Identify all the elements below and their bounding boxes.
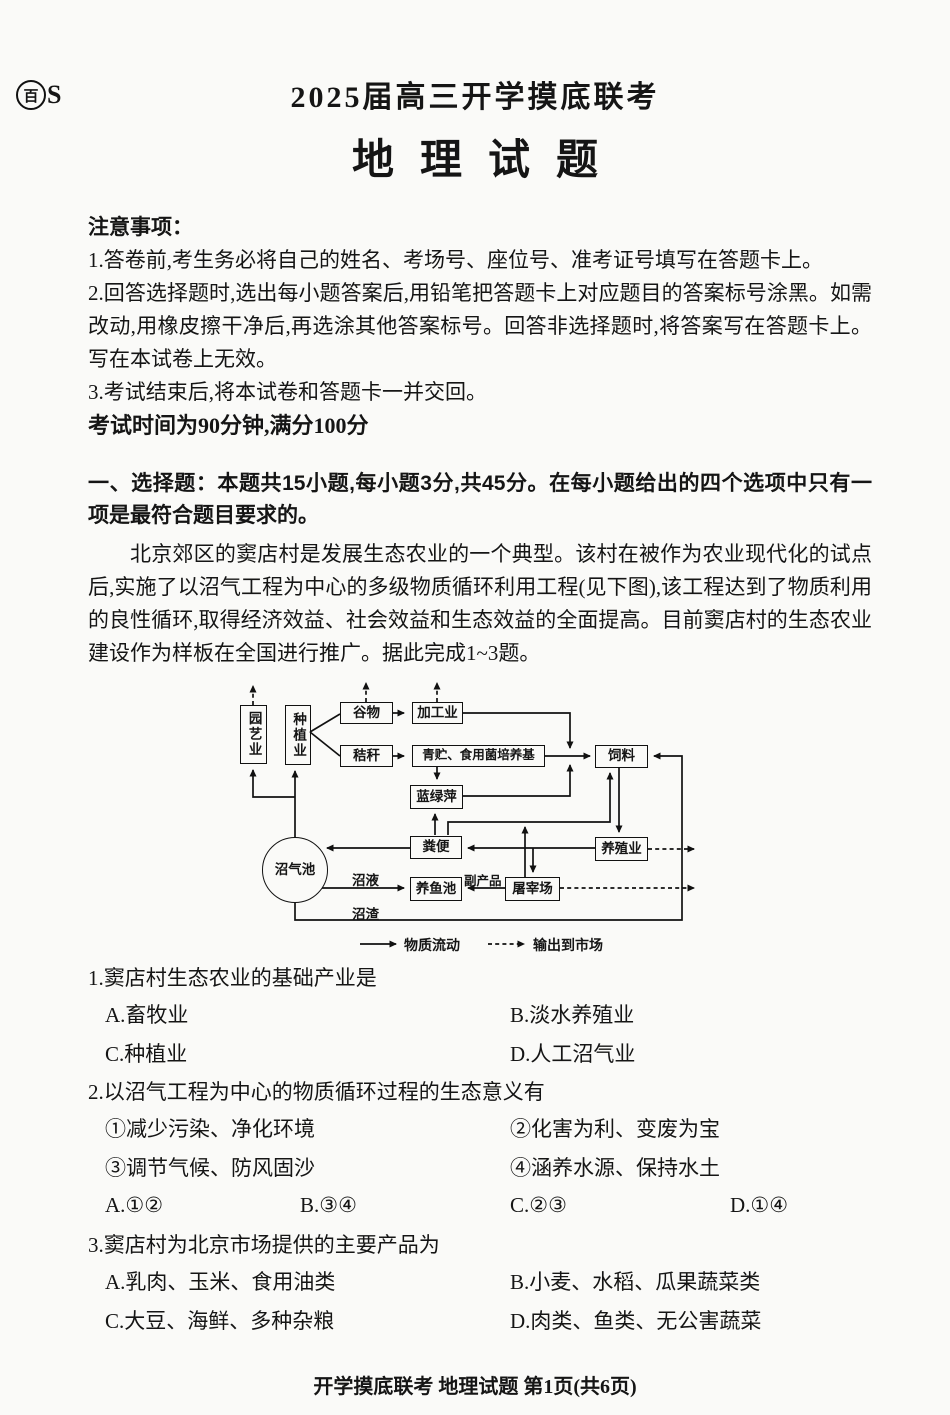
- question-1-options-row-2: C.种植业 D.人工沼气业: [88, 1033, 890, 1072]
- diagram-node-processing: 加工业: [412, 702, 463, 724]
- question-2-items-row-1: ①减少污染、净化环境 ②化害为利、变废为宝: [88, 1108, 890, 1147]
- section-header: 一、选择题：本题共15小题,每小题3分,共45分。在每小题给出的四个选项中只有一…: [88, 472, 872, 527]
- question-1-option-b: B.淡水养殖业: [510, 1002, 635, 1027]
- exam-title: 2025届高三开学摸底联考: [290, 81, 660, 114]
- diagram-node-azolla: 蓝绿萍: [410, 785, 463, 809]
- question-3-stem: 3.窦店村为北京市场提供的主要产品为: [88, 1233, 440, 1257]
- question-1-options-row-1: A.畜牧业 B.淡水养殖业: [88, 994, 890, 1033]
- material-flow-diagram: 园艺业 种植业 谷物 加工业 秸秆 青贮、食用菌培养基 饲料 蓝绿萍 粪便 养殖…: [200, 672, 740, 958]
- diagram-label-liquid: 沼液: [352, 873, 379, 888]
- question-2-option-a: A.①②: [105, 1193, 164, 1217]
- question-2-item-1: ①减少污染、净化环境: [105, 1116, 315, 1141]
- edge-biogas-horticulture: [249, 769, 295, 798]
- passage-text: 北京郊区的窦店村是发展生态农业的一个典型。该村在被作为农业现代化的试点后,实施了…: [88, 542, 872, 665]
- question-3-option-b: B.小麦、水稻、瓜果蔬菜类: [510, 1269, 761, 1294]
- edge-planting-grain: [309, 713, 341, 733]
- diagram-node-planting: 种植业: [285, 705, 311, 765]
- diagram-node-straw: 秸秆: [340, 745, 393, 767]
- edge-residue-feed: [294, 752, 683, 921]
- diagram-node-feed: 饲料: [595, 745, 648, 768]
- question-1-stem: 1.窦店村生态农业的基础产业是: [88, 966, 377, 990]
- diagram-node-manure: 粪便: [410, 836, 462, 859]
- notice-item-1: 1.答卷前,考生务必将自己的姓名、考场号、座位号、准考证号填写在答题卡上。: [88, 248, 823, 272]
- question-2-option-c: C.②③: [510, 1193, 567, 1217]
- brand-logo-letter: S: [47, 80, 62, 109]
- notice-section: 注意事项： 1.答卷前,考生务必将自己的姓名、考场号、座位号、准考证号填写在答题…: [88, 211, 872, 442]
- page-footer: 开学摸底联考 地理试题 第1页(共6页): [313, 1376, 637, 1398]
- question-3-option-c: C.大豆、海鲜、多种杂粮: [105, 1308, 335, 1333]
- notice-item-2: 2.回答选择题时,选出每小题答案后,用铅笔把答题卡上对应题目的答案标号涂黑。如需…: [88, 281, 872, 371]
- questions-section: 1.窦店村生态农业的基础产业是 A.畜牧业 B.淡水养殖业 C.种植业 D.人工…: [88, 962, 890, 1339]
- diagram-node-grain: 谷物: [340, 702, 393, 724]
- diagram-node-fishpond: 养鱼池: [410, 877, 462, 901]
- diagram-node-silage: 青贮、食用菌培养基: [412, 745, 545, 767]
- question-3-options-row-2: C.大豆、海鲜、多种杂粮 D.肉类、鱼类、无公害蔬菜: [88, 1300, 890, 1339]
- question-2-answers-row: A.①② B.③④ C.②③ D.①④: [88, 1186, 890, 1225]
- edge-planting-straw: [309, 731, 341, 757]
- question-2-item-3: ③调节气候、防风固沙: [105, 1155, 315, 1180]
- question-3-option-d: D.肉类、鱼类、无公害蔬菜: [510, 1308, 762, 1333]
- brand-logo: 百 S: [16, 80, 61, 110]
- question-1-option-d: D.人工沼气业: [510, 1041, 636, 1066]
- diagram-node-horticulture: 园艺业: [240, 705, 267, 764]
- legend-label-material-flow: 物质流动: [404, 939, 460, 954]
- notice-item-3: 3.考试结束后,将本试卷和答题卡一并交回。: [88, 380, 487, 404]
- question-2-items-row-2: ③调节气候、防风固沙 ④涵养水源、保持水土: [88, 1147, 890, 1186]
- question-3-options-row-1: A.乳肉、玉米、食用油类 B.小麦、水稻、瓜果蔬菜类: [88, 1261, 890, 1300]
- question-2-option-b: B.③④: [300, 1193, 357, 1217]
- diagram-label-residue: 沼渣: [352, 907, 379, 922]
- diagram-arrows: [249, 682, 695, 948]
- question-1-option-a: A.畜牧业: [105, 1002, 189, 1027]
- brand-logo-circle-icon: 百: [16, 80, 46, 110]
- question-2-item-2: ②化害为利、变废为宝: [510, 1116, 720, 1141]
- diagram-node-biogas: 沼气池: [262, 837, 328, 903]
- question-3-option-a: A.乳肉、玉米、食用油类: [105, 1269, 336, 1294]
- diagram-node-breeding: 养殖业: [595, 837, 648, 861]
- question-1-option-c: C.种植业: [105, 1041, 188, 1066]
- exam-time-info: 考试时间为90分钟,满分100分: [88, 413, 369, 438]
- edge-processing-feed: [463, 712, 574, 749]
- subject-title: 地理试题: [351, 136, 624, 183]
- notice-heading: 注意事项：: [88, 216, 193, 239]
- exam-paper-page: { "page": { "logo_circle": "百", "logo_s"…: [0, 72, 950, 1415]
- legend-label-market-output: 输出到市场: [533, 939, 603, 954]
- edge-azolla-feed: [463, 764, 574, 797]
- edge-manureline-feed: [447, 772, 614, 835]
- question-2-option-d: D.①④: [730, 1193, 789, 1217]
- diagram-node-slaughter: 屠宰场: [505, 877, 560, 901]
- diagram-label-byproduct: 副产品: [464, 874, 502, 888]
- question-2-stem: 2.以沼气工程为中心的物质循环过程的生态意义有: [88, 1080, 545, 1104]
- question-2-item-4: ④涵养水源、保持水土: [510, 1155, 720, 1180]
